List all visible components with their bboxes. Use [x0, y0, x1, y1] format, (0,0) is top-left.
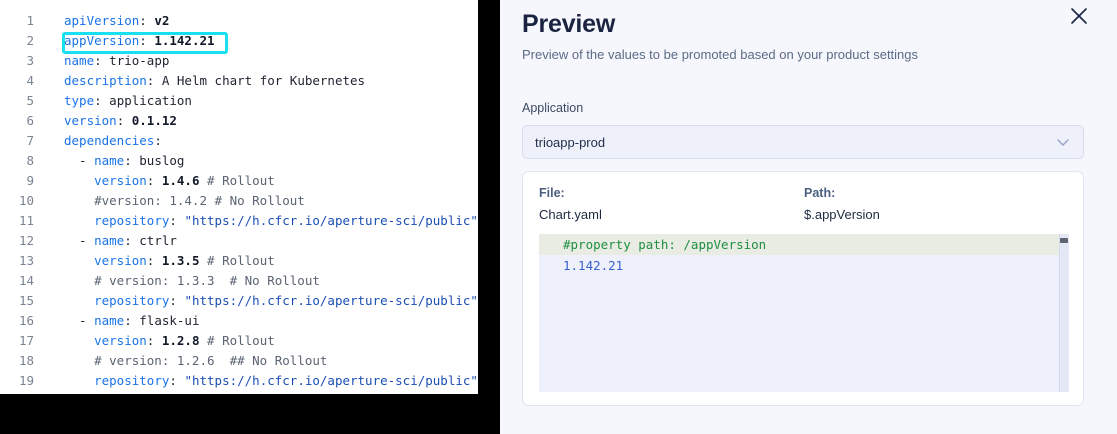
code-line-text: description: A Helm chart for Kubernetes [64, 72, 366, 88]
code-line[interactable]: 3 name: trio-app [0, 50, 478, 70]
line-number: 2 [26, 32, 34, 48]
line-number: 12 [18, 232, 34, 248]
code-line-text: repository: "https://h.cfcr.io/aperture-… [94, 292, 478, 308]
code-line[interactable]: 2 appVersion: 1.142.21 [0, 30, 478, 50]
code-line[interactable]: 16 - name: flask-ui [0, 310, 478, 330]
line-number: 7 [26, 132, 34, 148]
code-preview-scrollbar-thumb[interactable] [1060, 238, 1068, 243]
line-number: 14 [18, 272, 34, 288]
code-line[interactable]: 12 - name: ctrlr [0, 230, 478, 250]
code-line-text: version: 1.3.5 # Rollout [94, 252, 275, 268]
path-value: $.appVersion [804, 207, 880, 222]
line-number: 3 [26, 52, 34, 68]
code-line[interactable]: 19 repository: "https://h.cfcr.io/apertu… [0, 370, 478, 390]
code-line[interactable]: 10 #version: 1.4.2 # No Rollout [0, 190, 478, 210]
file-value: Chart.yaml [539, 207, 602, 222]
path-label: Path: [804, 186, 836, 200]
line-number: 4 [26, 72, 34, 88]
line-number: 10 [18, 192, 34, 208]
code-preview-value-line: 1.142.21 [563, 258, 624, 273]
code-line-text: - name: flask-ui [64, 312, 200, 328]
line-number: 1 [26, 12, 34, 28]
code-preview-block[interactable]: #property path: /appVersion 1.142.21 [539, 234, 1069, 392]
path-column: Path: $.appVersion [804, 186, 1069, 222]
line-number: 5 [26, 92, 34, 108]
code-line[interactable]: 6 version: 0.1.12 [0, 110, 478, 130]
line-number: 8 [26, 152, 34, 168]
code-line[interactable]: 8 - name: buslog [0, 150, 478, 170]
code-line[interactable]: 15 repository: "https://h.cfcr.io/apertu… [0, 290, 478, 310]
chevron-down-icon [1055, 134, 1071, 150]
code-line[interactable]: 13 version: 1.3.5 # Rollout [0, 250, 478, 270]
code-line[interactable]: 9 version: 1.4.6 # Rollout [0, 170, 478, 190]
line-number: 6 [26, 112, 34, 128]
code-line-text: # version: 1.3.3 # No Rollout [64, 272, 320, 288]
code-line-text: repository: "https://h.cfcr.io/aperture-… [94, 372, 478, 388]
code-line[interactable]: 1 apiVersion: v2 [0, 10, 478, 30]
drawer-scrollbar[interactable] [1113, 0, 1117, 434]
file-label: File: [539, 186, 565, 200]
code-line-text: version: 1.2.8 # Rollout [94, 332, 275, 348]
code-line-text: # version: 1.2.6 ## No Rollout [64, 352, 328, 368]
code-preview-comment-line: #property path: /appVersion [539, 234, 1069, 255]
yaml-editor-panel[interactable]: 1 apiVersion: v2 2 appVersion: 1.142.21 3 nam… [0, 0, 478, 394]
code-line-text: version: 0.1.12 [64, 112, 177, 128]
code-line-text: - name: buslog [64, 152, 185, 168]
code-line[interactable]: 5 type: application [0, 90, 478, 110]
line-number: 15 [18, 292, 34, 308]
line-number: 18 [18, 352, 34, 368]
code-line-text: appVersion: 1.142.21 [64, 32, 215, 48]
code-line[interactable]: 7 dependencies: [0, 130, 478, 150]
code-line-text: repository: "https://h.cfcr.io/aperture-… [94, 212, 478, 228]
code-line-text: name: trio-app [64, 52, 170, 68]
code-line[interactable]: 14 # version: 1.3.3 # No Rollout [0, 270, 478, 290]
line-number: 13 [18, 252, 34, 268]
card-meta-row: File: Chart.yaml Path: $.appVersion [539, 186, 1069, 222]
code-lines[interactable]: 1 apiVersion: v2 2 appVersion: 1.142.21 3 nam… [0, 10, 478, 390]
code-line-text: apiVersion: v2 [64, 12, 170, 28]
line-number: 11 [18, 212, 34, 228]
code-line[interactable]: 4 description: A Helm chart for Kubernete… [0, 70, 478, 90]
line-number: 16 [18, 312, 34, 328]
code-line-text: version: 1.4.6 # Rollout [94, 172, 275, 188]
code-line[interactable]: 18 # version: 1.2.6 ## No Rollout [0, 350, 478, 370]
page-title: Preview [522, 10, 616, 38]
code-line-text: #version: 1.4.2 # No Rollout [64, 192, 305, 208]
application-select[interactable]: trioapp-prod [522, 125, 1084, 159]
code-line-text: dependencies: [64, 132, 162, 148]
application-select-value: trioapp-prod [535, 134, 606, 150]
file-column: File: Chart.yaml [539, 186, 804, 222]
preview-drawer: Preview Preview of the values to be prom… [500, 0, 1117, 434]
page-subtitle: Preview of the values to be promoted bas… [522, 47, 919, 62]
code-preview-scrollbar[interactable] [1059, 234, 1069, 392]
line-number: 17 [18, 332, 34, 348]
line-number: 19 [18, 372, 34, 388]
close-icon[interactable] [1067, 4, 1091, 28]
code-line-text: type: application [64, 92, 192, 108]
preview-card: File: Chart.yaml Path: $.appVersion #pro… [522, 171, 1084, 406]
code-line[interactable]: 11 repository: "https://h.cfcr.io/apertu… [0, 210, 478, 230]
code-line[interactable]: 17 version: 1.2.8 # Rollout [0, 330, 478, 350]
line-number: 9 [26, 172, 34, 188]
code-line-text: - name: ctrlr [64, 232, 177, 248]
application-label: Application [522, 101, 584, 115]
